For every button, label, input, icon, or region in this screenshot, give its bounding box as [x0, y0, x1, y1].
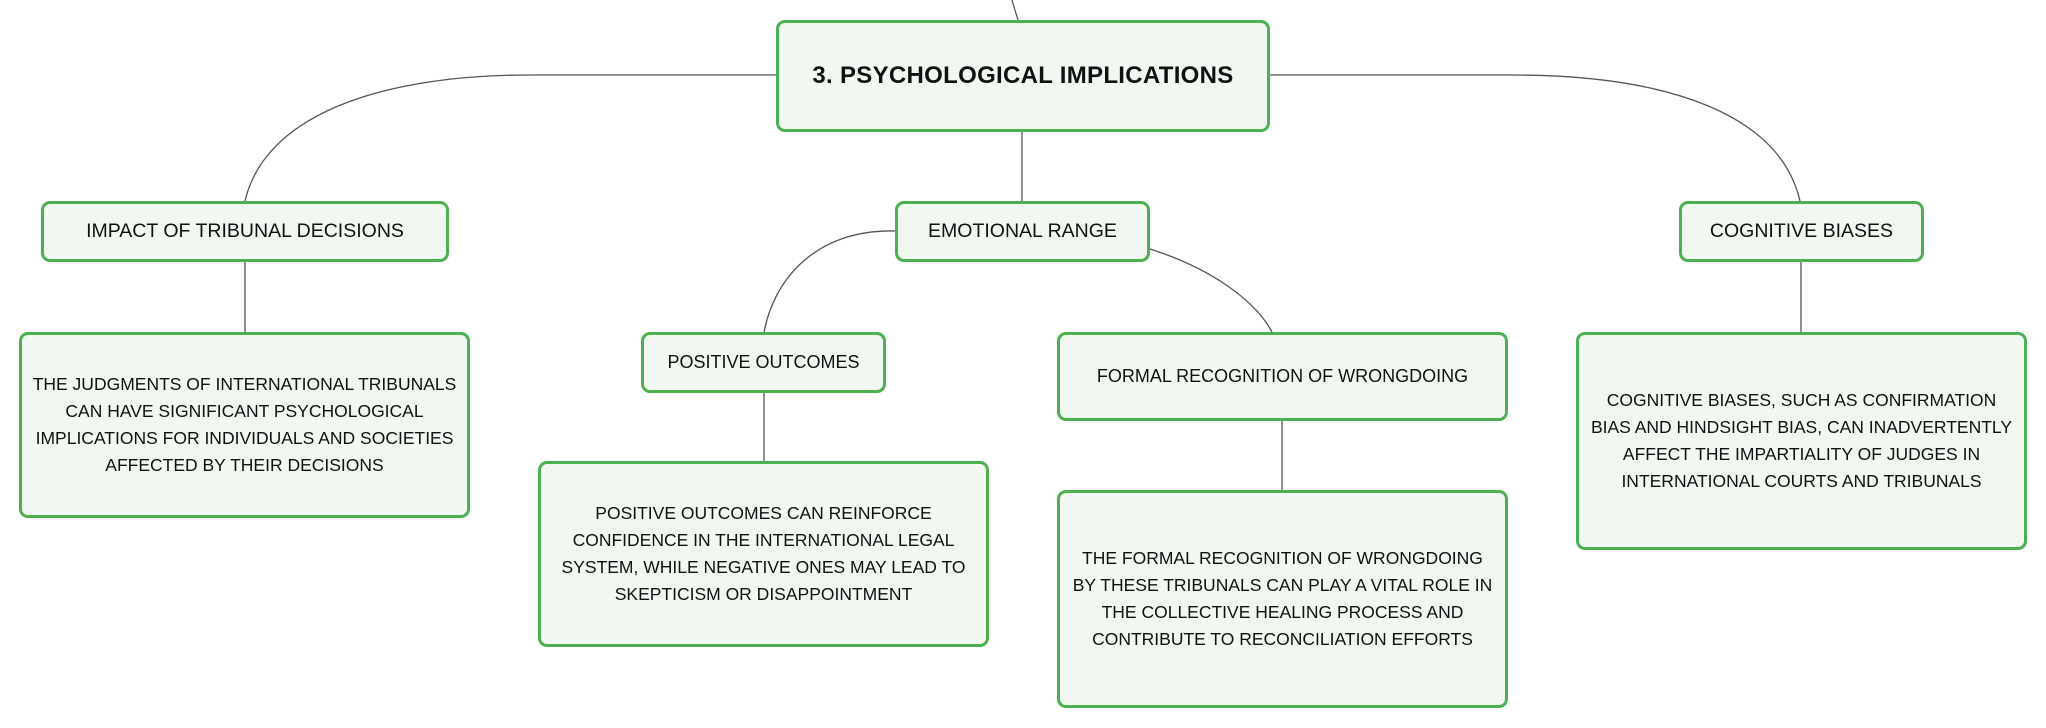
impact-detail-text: THE JUDGMENTS OF INTERNATIONAL TRIBUNALS… [32, 374, 457, 475]
topic-emotional-label: EMOTIONAL RANGE [928, 220, 1117, 242]
connector-emotional-to-formal [1149, 248, 1273, 333]
positive-detail-node[interactable]: POSITIVE OUTCOMES CAN REINFORCE CONFIDEN… [538, 461, 989, 647]
subtopic-positive-label: POSITIVE OUTCOMES [667, 352, 860, 372]
connector-root-to-cognitive [1270, 74, 1801, 202]
formal-detail-text: THE FORMAL RECOGNITION OF WRONGDOING BY … [1072, 548, 1493, 649]
topic-impact-label: IMPACT OF TRIBUNAL DECISIONS [86, 220, 404, 242]
connector-emotional-to-positive [763, 230, 896, 333]
cognitive-detail-node[interactable]: COGNITIVE BIASES, SUCH AS CONFIRMATION B… [1576, 332, 2027, 550]
topic-impact-node[interactable]: IMPACT OF TRIBUNAL DECISIONS [41, 201, 449, 262]
root-topic-label: 3. PSYCHOLOGICAL IMPLICATIONS [812, 62, 1234, 89]
subtopic-positive-node[interactable]: POSITIVE OUTCOMES [641, 332, 886, 393]
subtopic-formal-label: FORMAL RECOGNITION OF WRONGDOING [1096, 366, 1469, 386]
connector-parent-to-root [1011, 0, 1019, 21]
root-topic-node[interactable]: 3. PSYCHOLOGICAL IMPLICATIONS [776, 20, 1270, 132]
topic-cognitive-node[interactable]: COGNITIVE BIASES [1679, 201, 1924, 262]
topic-cognitive-label: COGNITIVE BIASES [1709, 220, 1894, 242]
positive-detail-text: POSITIVE OUTCOMES CAN REINFORCE CONFIDEN… [561, 503, 966, 604]
cognitive-detail-text: COGNITIVE BIASES, SUCH AS CONFIRMATION B… [1590, 390, 2013, 491]
formal-detail-node[interactable]: THE FORMAL RECOGNITION OF WRONGDOING BY … [1057, 490, 1508, 708]
topic-emotional-node[interactable]: EMOTIONAL RANGE [895, 201, 1150, 262]
subtopic-formal-node[interactable]: FORMAL RECOGNITION OF WRONGDOING [1057, 332, 1508, 421]
connector-root-to-impact [244, 74, 776, 202]
impact-detail-node[interactable]: THE JUDGMENTS OF INTERNATIONAL TRIBUNALS… [19, 332, 470, 518]
